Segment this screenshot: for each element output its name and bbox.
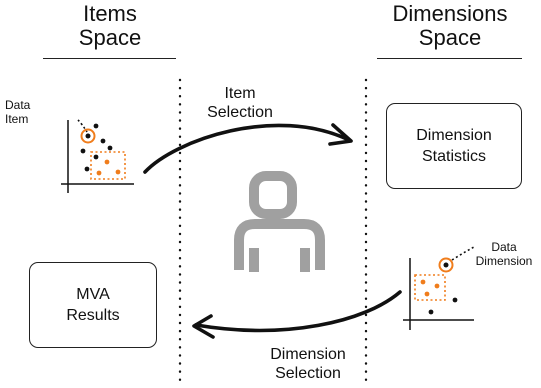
dimension-selection-arrow: [192, 290, 402, 339]
mva-results-line2: Results: [66, 307, 120, 324]
data-dimension-callout-line1: Data: [491, 240, 517, 254]
dimension-selection-label: Dimension Selection: [248, 345, 368, 383]
dimensions-scatterplot-icon: [403, 246, 475, 330]
item-selection-label: Item Selection: [180, 84, 300, 122]
data-item-callout: Data Item: [5, 98, 45, 126]
user-icon: [234, 171, 325, 272]
items-space-heading-line2: Space: [78, 25, 142, 50]
item-selection-label-line1: Item: [224, 85, 256, 102]
items-space-underline: [43, 58, 176, 59]
item-selection-arrow: [143, 123, 353, 174]
data-item-callout-line2: Item: [5, 112, 29, 126]
dimensions-space-heading-line2: Space: [418, 25, 482, 50]
mva-results-line1: MVA: [76, 286, 110, 303]
item-selection-label-line2: Selection: [207, 104, 273, 121]
items-space-heading: Items Space: [50, 2, 170, 50]
dimensions-space-heading: Dimensions Space: [375, 2, 525, 50]
data-item-callout-line1: Data: [5, 98, 31, 112]
data-dimension-callout: Data Dimension: [468, 240, 540, 268]
mva-results-box: MVA Results: [29, 262, 157, 348]
dimension-statistics-line2: Statistics: [421, 148, 486, 165]
items-scatterplot-icon: [61, 119, 134, 193]
dimension-statistics-box: Dimension Statistics: [386, 103, 522, 189]
dimension-statistics-line1: Dimension: [416, 127, 492, 144]
dimension-selection-label-line2: Selection: [275, 365, 341, 382]
items-space-heading-line1: Items: [83, 1, 137, 26]
data-dimension-callout-line2: Dimension: [475, 254, 533, 268]
dimensions-space-underline: [377, 58, 522, 59]
dimension-selection-label-line1: Dimension: [270, 346, 346, 363]
dimensions-space-heading-line1: Dimensions: [392, 1, 508, 26]
